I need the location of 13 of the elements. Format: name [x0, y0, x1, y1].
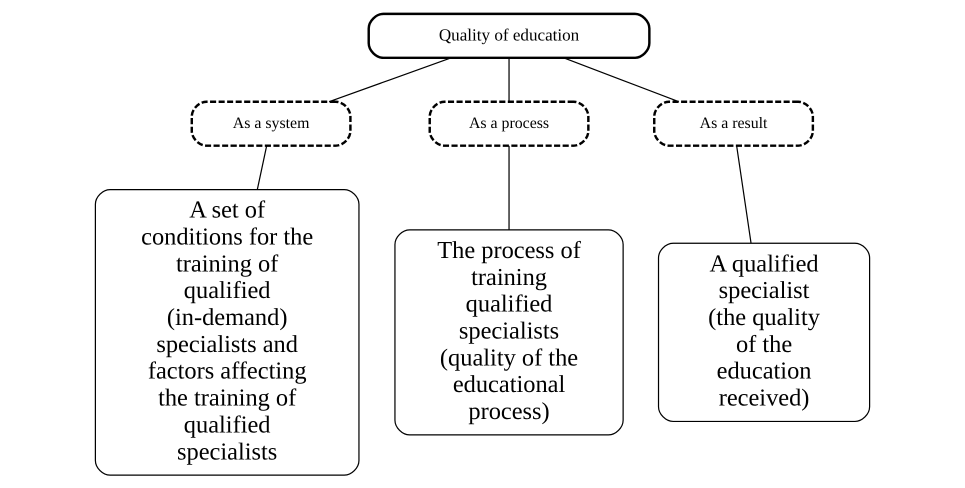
node-box: As a result	[653, 100, 814, 146]
connector	[508, 58, 510, 102]
node-box: The process of training qualified specialists (quality of the educational process)	[394, 228, 624, 435]
node-box: As a system	[190, 100, 352, 146]
connector	[564, 56, 680, 102]
connector	[328, 56, 452, 102]
connector	[256, 145, 268, 190]
node-box: Quality of education	[368, 12, 651, 59]
connector	[508, 145, 510, 229]
node-box: As a process	[428, 100, 590, 146]
node-box: A qualified specialist (the quality of the education received)	[658, 242, 870, 422]
connector	[736, 145, 752, 243]
node-box: A set of conditions for the training of qualified (in-demand) specialists and factors affecting the training of qualified specialists	[94, 188, 360, 476]
